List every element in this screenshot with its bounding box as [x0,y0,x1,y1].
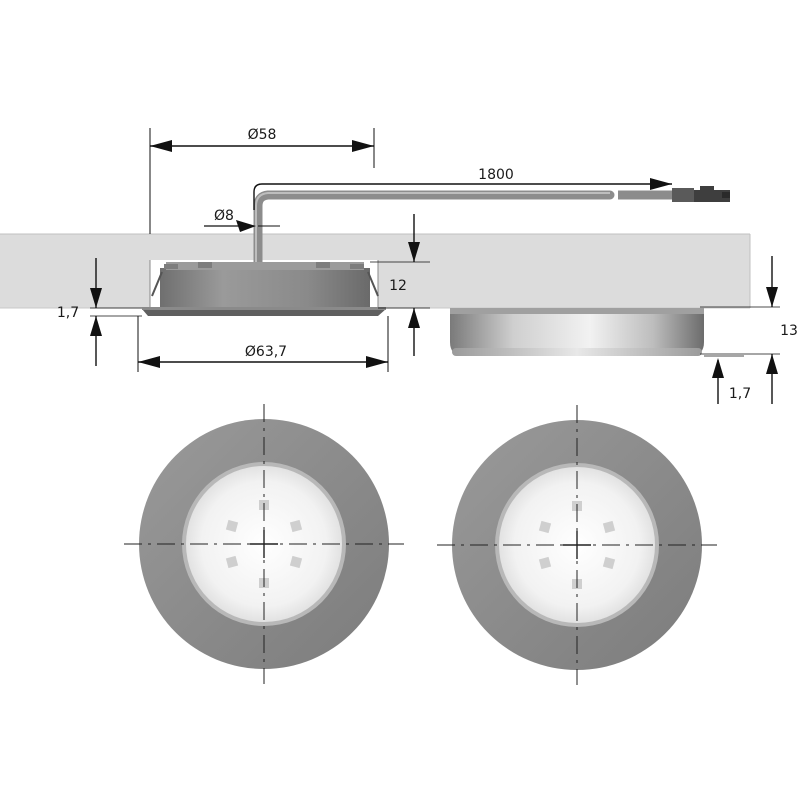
surface-luminaire-side [450,308,704,356]
dimension-flange-thickness-right: 1,7 [704,355,751,404]
led-chip-icon [289,555,303,569]
mounting-panel [0,233,751,309]
dimension-cable-length: 1800 [253,167,672,210]
led-chip-icon [225,555,239,569]
panel-top-strip [150,234,378,260]
flange-thickness-left-label: 1,7 [57,305,79,321]
screw [164,264,178,269]
cutout-diameter-label: Ø58 [248,127,277,143]
panel-right [378,234,750,308]
recessed-luminaire-side [142,186,730,316]
cable [253,190,615,275]
arrow-icon [650,178,672,190]
spring-clip-right [367,271,379,297]
dimension-cutout-diameter: Ø58 [149,127,375,234]
connector-plug [672,186,730,202]
cable-length-label: 1800 [478,167,514,183]
arrow-icon [408,242,420,262]
dimension-flange-thickness-left: 1,7 [57,258,142,366]
dimension-recessed-height: 12 [370,214,430,356]
recessed-height-label: 12 [389,278,407,294]
center-mark-icon [124,404,404,684]
flange-top [142,307,386,310]
panel-left [0,234,150,308]
spring-clip-left [151,271,163,297]
led-chip-icon [225,519,239,533]
arrow-icon [352,140,374,152]
led-chip-icon [538,520,552,534]
cable-highlight [255,192,610,270]
led-chip-icon [602,520,616,534]
arrow-icon [766,354,778,374]
center-mark-icon [437,405,717,685]
dimension-flange-diameter: Ø63,7 [137,316,389,372]
surface-base [450,308,704,314]
front-view-left [124,404,404,684]
arrow-icon [236,220,256,232]
led-chip-icon [289,519,303,533]
arrow-icon [150,140,172,152]
housing-cap [166,262,364,270]
screw [316,262,330,268]
surface-height-label: 13 [780,323,798,339]
dimension-surface-height: 13 [700,256,798,404]
flange-diameter-label: Ø63,7 [245,344,287,360]
dimension-cable-diameter: Ø8 [204,208,280,232]
arrow-icon [766,287,778,307]
surface-body [450,308,704,356]
screw [198,262,212,268]
flange-thickness-right-label: 1,7 [729,386,751,402]
led-chip-icon [538,556,552,570]
arrow-icon [408,308,420,328]
cable-diameter-label: Ø8 [214,208,234,224]
surface-rim [452,348,702,356]
arrow-icon [712,358,724,378]
arrow-icon [138,356,160,368]
led-chip-icon [602,556,616,570]
housing-body [160,268,370,310]
flange [142,309,386,316]
arrow-icon [90,316,102,336]
arrow-icon [366,356,388,368]
front-view-right [437,405,717,685]
arrow-icon [90,288,102,308]
screw [350,264,364,269]
